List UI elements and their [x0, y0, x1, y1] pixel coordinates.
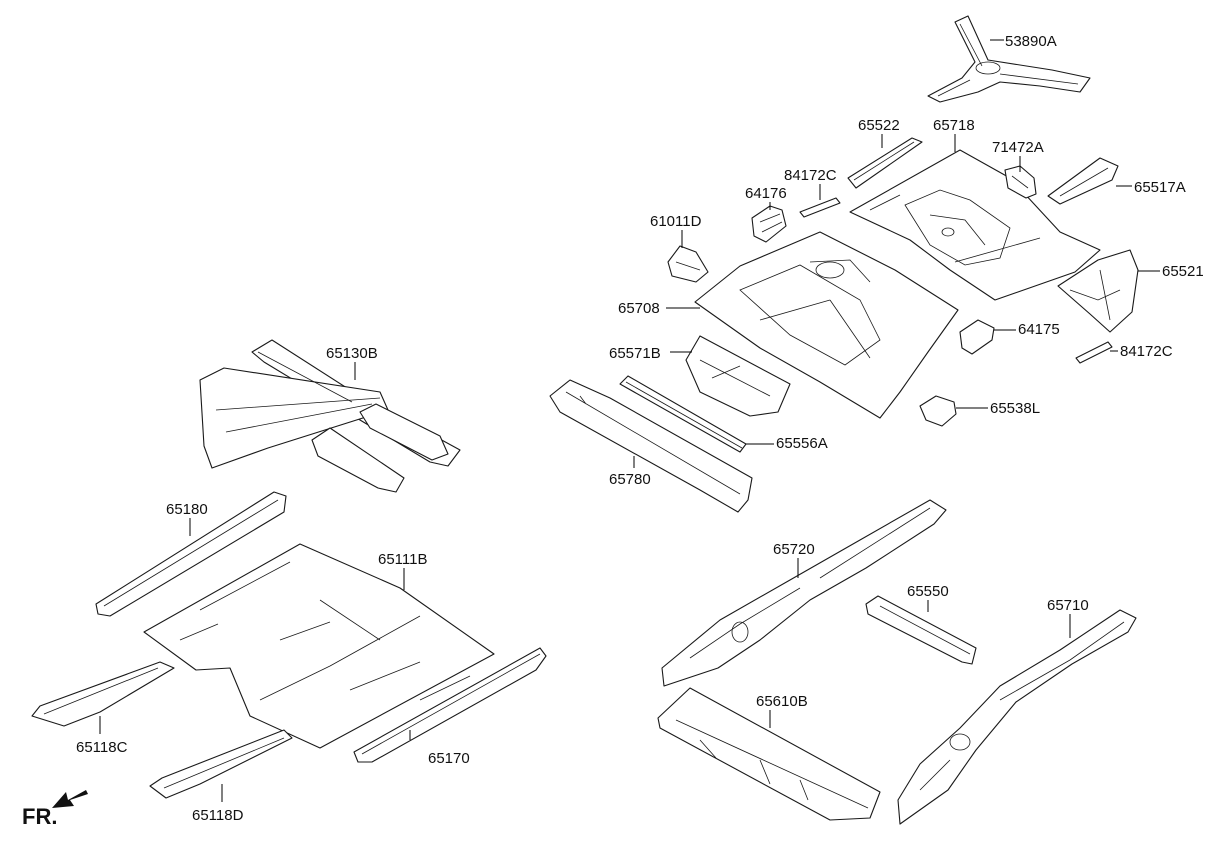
part-64176-shape[interactable] — [751, 205, 787, 243]
part-65780-shape[interactable] — [549, 379, 753, 513]
part-label-53890A[interactable]: 53890A — [1005, 33, 1057, 50]
part-65517A-shape[interactable] — [1047, 157, 1119, 205]
part-label-65571B[interactable]: 65571B — [609, 345, 661, 362]
part-65170-shape[interactable] — [353, 647, 547, 763]
part-65571B-shape[interactable] — [685, 335, 791, 417]
part-65610B-shape[interactable] — [657, 687, 881, 821]
part-label-65610B[interactable]: 65610B — [756, 693, 808, 710]
part-label-84172C_bottom[interactable]: 84172C — [1120, 343, 1173, 360]
part-64175-shape[interactable] — [959, 319, 995, 355]
part-65538L-shape[interactable] — [919, 395, 957, 427]
part-label-71472A[interactable]: 71472A — [992, 139, 1044, 156]
part-label-65522[interactable]: 65522 — [858, 117, 900, 134]
part-label-65718[interactable]: 65718 — [933, 117, 975, 134]
part-84172C_top-shape[interactable] — [799, 197, 841, 218]
front-direction-arrow-icon — [52, 790, 88, 808]
part-label-84172C_top[interactable]: 84172C — [784, 167, 837, 184]
part-label-64175[interactable]: 64175 — [1018, 321, 1060, 338]
part-label-65111B[interactable]: 65111B — [378, 551, 428, 568]
part-65710-shape[interactable] — [897, 609, 1137, 825]
part-65130B-shape[interactable] — [199, 339, 461, 493]
part-label-65517A[interactable]: 65517A — [1134, 179, 1186, 196]
part-label-65118D[interactable]: 65118D — [192, 807, 244, 824]
part-label-65550[interactable]: 65550 — [907, 583, 949, 600]
direction-marker-label: FR. — [22, 804, 57, 829]
part-label-65118C[interactable]: 65118C — [76, 739, 128, 756]
part-65550-shape[interactable] — [865, 595, 977, 665]
part-label-65720[interactable]: 65720 — [773, 541, 815, 558]
part-label-65556A[interactable]: 65556A — [776, 435, 828, 452]
part-53890A-shape[interactable] — [927, 15, 1091, 103]
part-label-65710[interactable]: 65710 — [1047, 597, 1089, 614]
part-65118D-shape[interactable] — [149, 729, 293, 799]
part-label-65780[interactable]: 65780 — [609, 471, 651, 488]
part-label-61011D[interactable]: 61011D — [650, 213, 702, 230]
part-label-65170[interactable]: 65170 — [428, 750, 470, 767]
part-65718-shape[interactable] — [849, 149, 1101, 301]
part-65180-shape[interactable] — [95, 491, 287, 617]
part-65118C-shape[interactable] — [31, 661, 175, 727]
part-84172C_bottom-shape[interactable] — [1075, 341, 1113, 364]
part-label-65708[interactable]: 65708 — [618, 300, 660, 317]
part-65111B-shape[interactable] — [143, 543, 495, 749]
part-65720-shape[interactable] — [661, 499, 947, 687]
part-label-64176[interactable]: 64176 — [745, 185, 787, 202]
part-label-65521[interactable]: 65521 — [1162, 263, 1204, 280]
part-label-65180[interactable]: 65180 — [166, 501, 208, 518]
part-65708-shape[interactable] — [694, 231, 959, 419]
part-65521-shape[interactable] — [1057, 249, 1139, 333]
part-65522-shape[interactable] — [847, 137, 923, 189]
callout-labels: 53890A 65522 65718 71472A 84172C 65517A 64176 6… — [76, 33, 1204, 824]
part-61011D-shape[interactable] — [667, 245, 709, 283]
part-label-65538L[interactable]: 65538L — [990, 400, 1040, 417]
part-label-65130B[interactable]: 65130B — [326, 345, 378, 362]
